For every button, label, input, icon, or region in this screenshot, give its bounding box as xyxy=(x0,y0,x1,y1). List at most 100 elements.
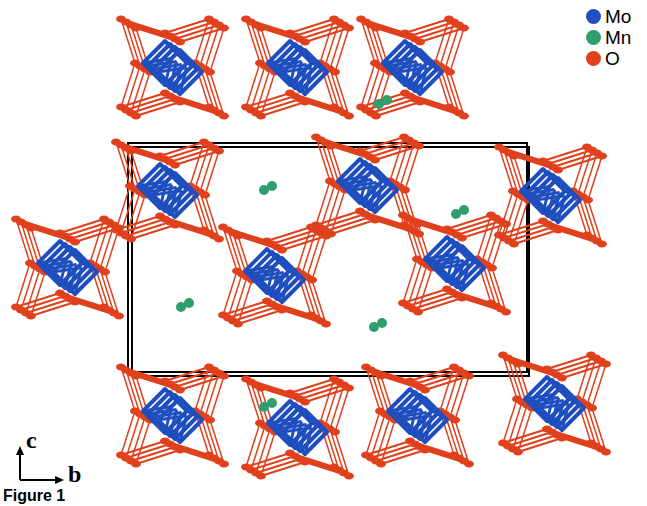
o-atom xyxy=(131,25,141,32)
o-atom xyxy=(175,387,185,394)
o-bond xyxy=(331,190,345,234)
o-atom xyxy=(376,461,386,468)
o-bond xyxy=(251,66,265,110)
o-bond xyxy=(261,28,305,42)
mo-octahedron xyxy=(440,246,484,290)
mo-octahedron xyxy=(540,386,584,430)
o-bond xyxy=(180,450,224,464)
o-bond xyxy=(335,72,349,116)
mo-octahedron xyxy=(53,250,97,294)
legend-label: O xyxy=(605,48,620,70)
o-atom xyxy=(114,225,124,232)
o-atom xyxy=(321,321,331,328)
o-bond xyxy=(415,99,459,113)
mo-octahedron xyxy=(425,416,432,442)
o-atom xyxy=(131,461,141,468)
o-atom xyxy=(175,39,185,46)
o-bond xyxy=(65,296,109,310)
o-atom xyxy=(413,221,423,228)
axis-label: c xyxy=(26,428,37,452)
o-atom xyxy=(513,361,523,368)
o-atom xyxy=(344,385,354,392)
o-bond xyxy=(136,72,150,116)
o-bond xyxy=(405,146,419,190)
o-bond xyxy=(136,420,150,464)
o-bond xyxy=(492,268,506,312)
o-bond xyxy=(425,376,469,390)
o-bond xyxy=(504,150,518,194)
o-bond xyxy=(251,22,295,36)
o-bond xyxy=(413,265,427,309)
o-atom xyxy=(400,187,410,194)
o-atom xyxy=(70,299,80,306)
o-bond xyxy=(450,72,464,116)
o-atom xyxy=(219,373,229,380)
o-bond xyxy=(316,181,330,225)
o-bond xyxy=(548,224,592,238)
o-atom xyxy=(557,435,567,442)
mo-octahedron xyxy=(175,191,182,217)
o-bond xyxy=(366,22,380,66)
o-atom xyxy=(277,307,287,314)
o-bond xyxy=(238,280,252,324)
o-atom xyxy=(587,405,597,412)
o-bond xyxy=(420,102,464,116)
o-atom xyxy=(370,157,380,164)
o-bond xyxy=(450,417,464,461)
o-atom xyxy=(413,309,423,316)
axis-arrows xyxy=(16,446,64,484)
o-bond xyxy=(251,426,265,470)
mo-octahedron xyxy=(158,50,202,94)
o-bond xyxy=(562,364,606,378)
o-bond xyxy=(251,382,295,396)
o-bond xyxy=(200,192,214,236)
o-bond xyxy=(445,69,459,113)
o-bond xyxy=(165,219,209,233)
o-atom xyxy=(214,148,224,155)
mo-octahedron xyxy=(398,50,442,94)
o-bond xyxy=(508,358,522,402)
o-bond xyxy=(277,307,321,321)
mo-octahedron xyxy=(353,186,382,190)
mo-octahedron xyxy=(158,68,187,72)
o-bond xyxy=(105,228,119,272)
mn-atom xyxy=(184,298,194,308)
mn-atom xyxy=(459,205,469,215)
o-bond xyxy=(321,140,365,154)
o-bond xyxy=(455,420,469,464)
o-atom xyxy=(126,148,136,155)
o-bond xyxy=(371,414,385,458)
o-bond xyxy=(312,280,326,324)
mn-atom xyxy=(267,181,277,191)
o-bond xyxy=(503,399,517,443)
o-atom xyxy=(175,447,185,454)
o-bond xyxy=(455,376,469,420)
o-bond xyxy=(376,28,420,42)
o-bond xyxy=(513,405,527,449)
o-atom xyxy=(330,429,340,436)
o-bond xyxy=(180,102,224,116)
o-bond xyxy=(282,236,326,250)
o-atom xyxy=(330,69,340,76)
o-atom xyxy=(420,387,430,394)
o-bond xyxy=(305,462,349,476)
o-atom xyxy=(601,449,611,456)
o-bond xyxy=(330,429,344,473)
o-bond xyxy=(126,66,140,110)
o-bond xyxy=(121,145,135,189)
o-bond xyxy=(233,277,247,321)
o-bond xyxy=(375,146,419,160)
o-atom xyxy=(170,222,180,229)
o-bond xyxy=(492,224,506,268)
o-atom xyxy=(256,385,266,392)
o-atom xyxy=(326,143,336,150)
o-bond xyxy=(425,450,469,464)
o-bond xyxy=(408,262,422,306)
mn-atom xyxy=(382,95,392,105)
o-bond xyxy=(514,156,558,170)
o-atom xyxy=(450,417,460,424)
o-bond xyxy=(450,28,464,72)
o-bond xyxy=(126,22,170,36)
mo-octahedron xyxy=(180,416,187,442)
